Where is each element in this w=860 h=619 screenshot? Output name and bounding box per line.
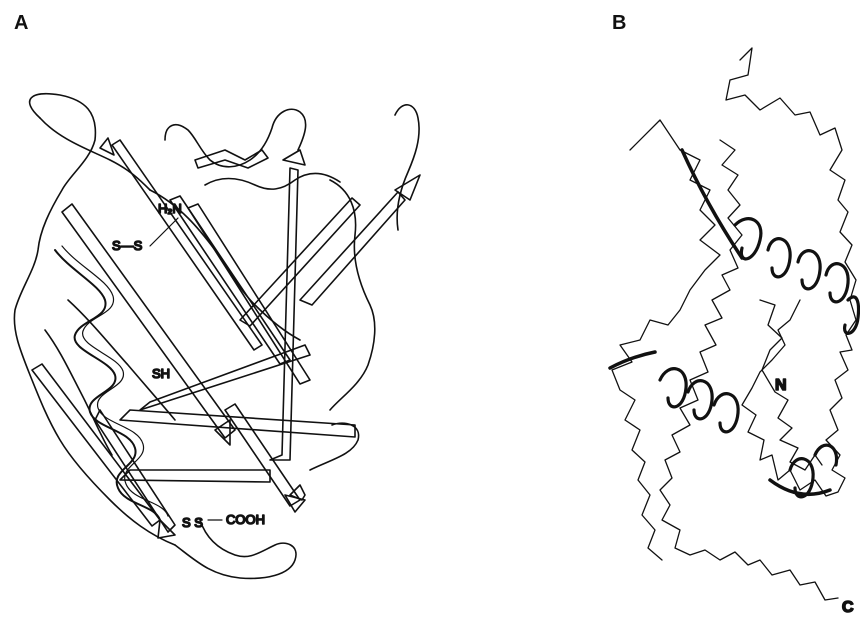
ss-connector-top	[150, 218, 178, 246]
strand-ribbon-left	[610, 352, 655, 368]
strand-ribbon-upper	[682, 150, 742, 258]
n-terminus-label: N	[775, 377, 787, 394]
loop-outline-mid	[205, 173, 340, 189]
backbone-trace-3	[612, 120, 720, 560]
strand-arrow-12	[32, 364, 160, 526]
disulfide-label-top: S—S	[112, 238, 143, 253]
helix-upper	[735, 219, 859, 334]
n-terminus-label: H₂N	[158, 201, 182, 216]
panel-a-diagram: S—S H₂N SH S S COOH	[14, 94, 420, 579]
strand-arrow-8	[240, 198, 360, 326]
strand-ribbon-lower	[770, 480, 830, 494]
loop-cross-1	[68, 300, 175, 420]
strand-arrow-11	[95, 410, 175, 532]
loop-outline-top-right	[395, 105, 419, 230]
c-terminus-label: C	[842, 599, 854, 616]
strand-arrow-7	[300, 192, 405, 305]
backbone-trace-2	[660, 140, 838, 600]
loop-outline-top-mid	[165, 109, 306, 166]
loop-cross-2	[45, 330, 112, 455]
loop-outline-lower-right	[310, 423, 359, 470]
strand-arrow-4	[188, 204, 310, 384]
strand-arrow-top	[195, 150, 268, 168]
c-terminus-label: COOH	[226, 512, 265, 527]
backbone-trace-4	[760, 300, 822, 470]
sulfhydryl-label: SH	[152, 366, 170, 381]
strand-arrow-9	[120, 410, 355, 437]
strand-arrow-2-head	[100, 138, 114, 155]
helix-lower-left	[660, 369, 738, 432]
strand-arrow-7-head	[395, 175, 420, 200]
strand-arrow-9-head	[215, 420, 230, 445]
strand-arrow-6	[270, 168, 298, 460]
panel-b-diagram: N C	[610, 48, 859, 616]
strand-arrow-6-head	[283, 150, 305, 165]
disulfide-label-bottom: S S	[182, 515, 203, 530]
